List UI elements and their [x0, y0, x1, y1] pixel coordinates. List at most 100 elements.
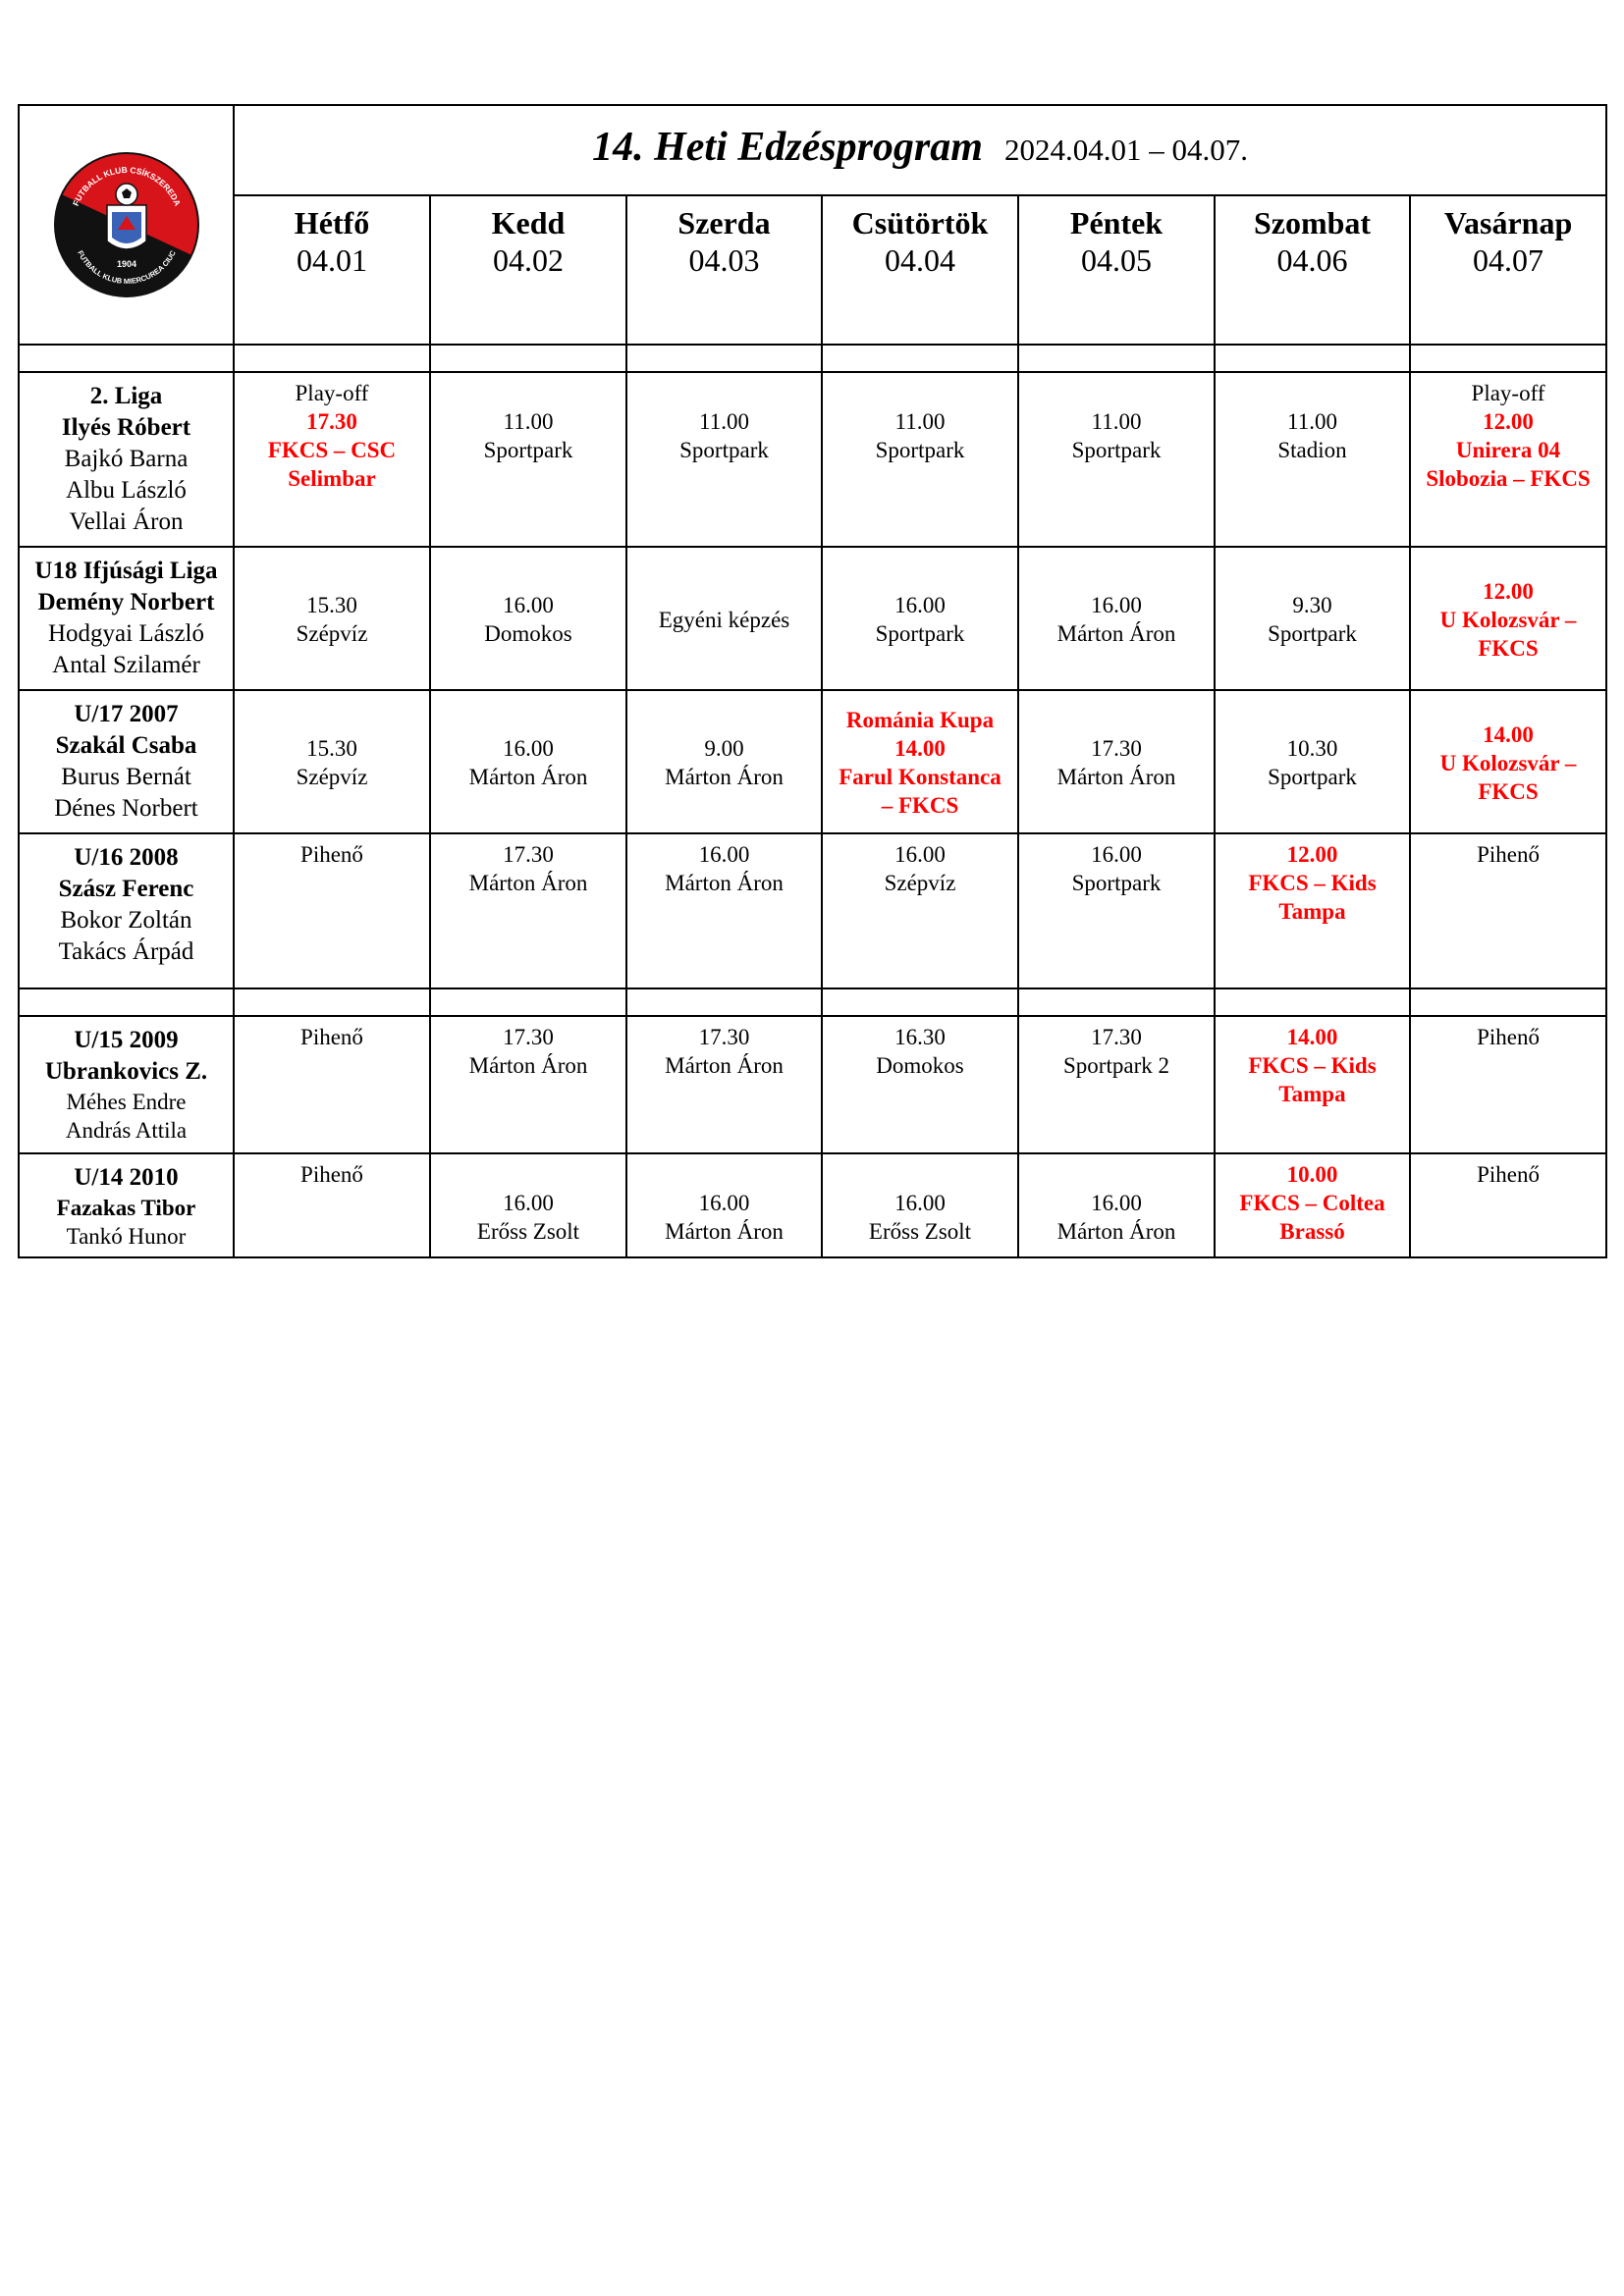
schedule-line: Erőss Zsolt	[476, 1219, 580, 1244]
match-line: Románia Kupa	[845, 708, 995, 732]
spacer-row	[18, 988, 1608, 1017]
schedule-line: 10.30	[1286, 736, 1338, 761]
match-line: 14.00	[1483, 721, 1534, 747]
schedule-line: Domokos	[876, 1053, 964, 1078]
schedule-line: Domokos	[484, 621, 572, 646]
spacer-cell	[429, 344, 627, 373]
match-line: Slobozia – FKCS	[1426, 466, 1591, 491]
spacer-row	[18, 344, 1608, 373]
schedule-line: Márton Áron	[1056, 765, 1176, 789]
spacer-cell	[821, 344, 1019, 373]
spacer-cell	[1214, 988, 1411, 1017]
assistant-coach: Hodgyai László	[48, 620, 204, 647]
schedule-line: Sportpark	[1268, 765, 1357, 789]
schedule-line: Sportpark	[875, 438, 965, 462]
page-title: 14. Heti Edzésprogram	[592, 125, 983, 170]
schedule-line: 17.30	[698, 1025, 750, 1049]
schedule-line	[433, 379, 623, 407]
club-logo: FUTBALL KLUB CSÍKSZEREDA FUTBALL KLUB MI…	[53, 152, 199, 297]
schedule-line: Pihenő	[1477, 842, 1540, 867]
match-line: Farul Konstanca	[839, 765, 1001, 789]
assistant-coach: Albu László	[66, 477, 187, 504]
day-name: Kedd	[491, 205, 566, 240]
schedule-cell: Pihenő	[233, 1015, 431, 1154]
schedule-line: 16.00	[698, 1191, 750, 1215]
match-line: – FKCS	[881, 793, 959, 818]
spacer-cell	[625, 988, 823, 1017]
schedule-line: Szépvíz	[884, 871, 956, 895]
match-line: 12.00	[1483, 578, 1534, 604]
day-date: 04.04	[885, 242, 955, 278]
match-line: 12.00	[1483, 409, 1534, 434]
match-line: Tampa	[1278, 899, 1346, 924]
date-range: 2024.04.01 – 04.07.	[1003, 133, 1248, 167]
head-coach: Ilyés Róbert	[61, 414, 191, 441]
day-date: 04.02	[493, 242, 564, 278]
match-line: U Kolozsvár –	[1439, 607, 1577, 632]
day-name: Csütörtök	[851, 205, 989, 240]
match-line: Tampa	[1278, 1082, 1346, 1106]
schedule-line: Play-off	[1471, 381, 1545, 405]
team-name: U/15 2009	[74, 1027, 179, 1053]
assistant-coach: Bajkó Barna	[64, 446, 189, 472]
match-line: 12.00	[1286, 842, 1338, 867]
day-name: Vasárnap	[1443, 205, 1573, 240]
schedule-line: 9.00	[704, 736, 744, 761]
assistant-coach: Méhes Endre	[66, 1090, 187, 1114]
schedule-line: Pihenő	[300, 1025, 363, 1049]
schedule-line: 15.30	[306, 593, 357, 617]
schedule-line: 16.30	[894, 1025, 946, 1049]
spacer-cell	[1408, 344, 1608, 373]
schedule-line	[629, 379, 819, 407]
team-name: U/14 2010	[74, 1164, 179, 1191]
spacer-cell	[1408, 988, 1608, 1017]
schedule-line: 16.00	[503, 593, 554, 617]
schedule-line	[825, 379, 1015, 407]
spacer-cell	[429, 988, 627, 1017]
match-line: U Kolozsvár –	[1439, 750, 1577, 775]
schedule-line: 16.00	[894, 842, 946, 867]
day-name: Péntek	[1069, 205, 1164, 240]
assistant-coach: Bokor Zoltán	[60, 907, 192, 934]
schedule-line: 16.00	[503, 1191, 554, 1215]
day-date: 04.07	[1473, 242, 1544, 278]
schedule-line: Márton Áron	[1056, 621, 1176, 646]
match-line: Selimbar	[288, 466, 376, 491]
schedule-line	[629, 1160, 819, 1189]
schedule-line: 16.00	[894, 593, 946, 617]
day-date: 04.03	[688, 242, 760, 278]
schedule-cell: Pihenő	[1408, 1152, 1608, 1258]
schedule-line: 11.00	[894, 409, 946, 434]
assistant-coach: Antal Szilamér	[52, 652, 200, 678]
day-name: Szerda	[677, 205, 771, 240]
head-coach: Ubrankovics Z.	[44, 1058, 208, 1085]
schedule-line: 15.30	[306, 736, 357, 761]
day-date: 04.01	[297, 242, 367, 278]
schedule-line: Márton Áron	[468, 1053, 588, 1078]
